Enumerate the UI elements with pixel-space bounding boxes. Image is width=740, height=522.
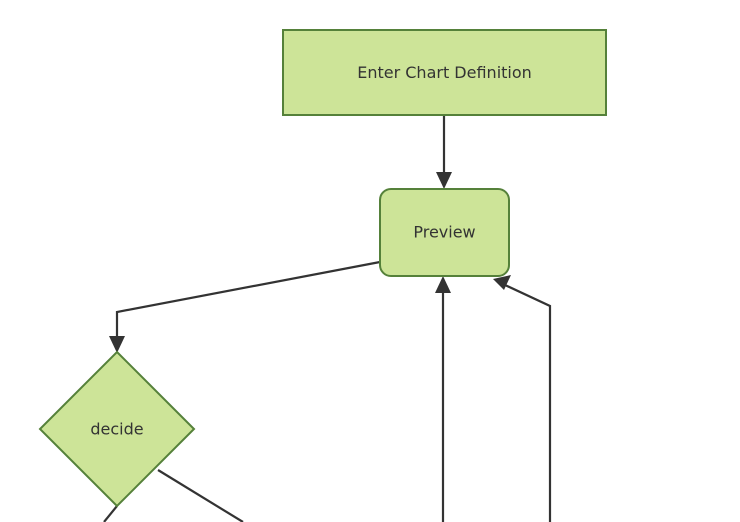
- edge-decide-down-left: [103, 505, 118, 522]
- edge-preview-to-decide: [109, 260, 381, 353]
- node-rect[interactable]: [282, 29, 607, 116]
- node-label: Enter Chart Definition: [357, 63, 532, 82]
- node-label: Preview: [413, 223, 475, 242]
- node-enter-chart-definition[interactable]: Enter Chart Definition: [282, 29, 607, 116]
- arrowhead-icon: [436, 172, 452, 189]
- edge-bottom-right-to-preview: [493, 275, 552, 522]
- edge-decide-down-right: [157, 469, 244, 522]
- edge-line: [103, 505, 118, 522]
- edge-line: [504, 284, 552, 522]
- edge-bottom-center-to-preview: [435, 276, 451, 522]
- arrowhead-icon: [435, 276, 451, 293]
- node-preview[interactable]: Preview: [379, 188, 510, 277]
- node-label: decide: [90, 420, 143, 439]
- arrowhead-icon: [493, 275, 511, 290]
- edge-line: [115, 260, 381, 340]
- node-decide[interactable]: decide: [38, 350, 196, 508]
- edge-line: [157, 469, 244, 522]
- arrowhead-icon: [109, 336, 125, 353]
- edge-enter-to-preview: [436, 115, 452, 189]
- node-diamond[interactable]: [38, 350, 196, 508]
- node-rounded-rect[interactable]: [379, 188, 510, 277]
